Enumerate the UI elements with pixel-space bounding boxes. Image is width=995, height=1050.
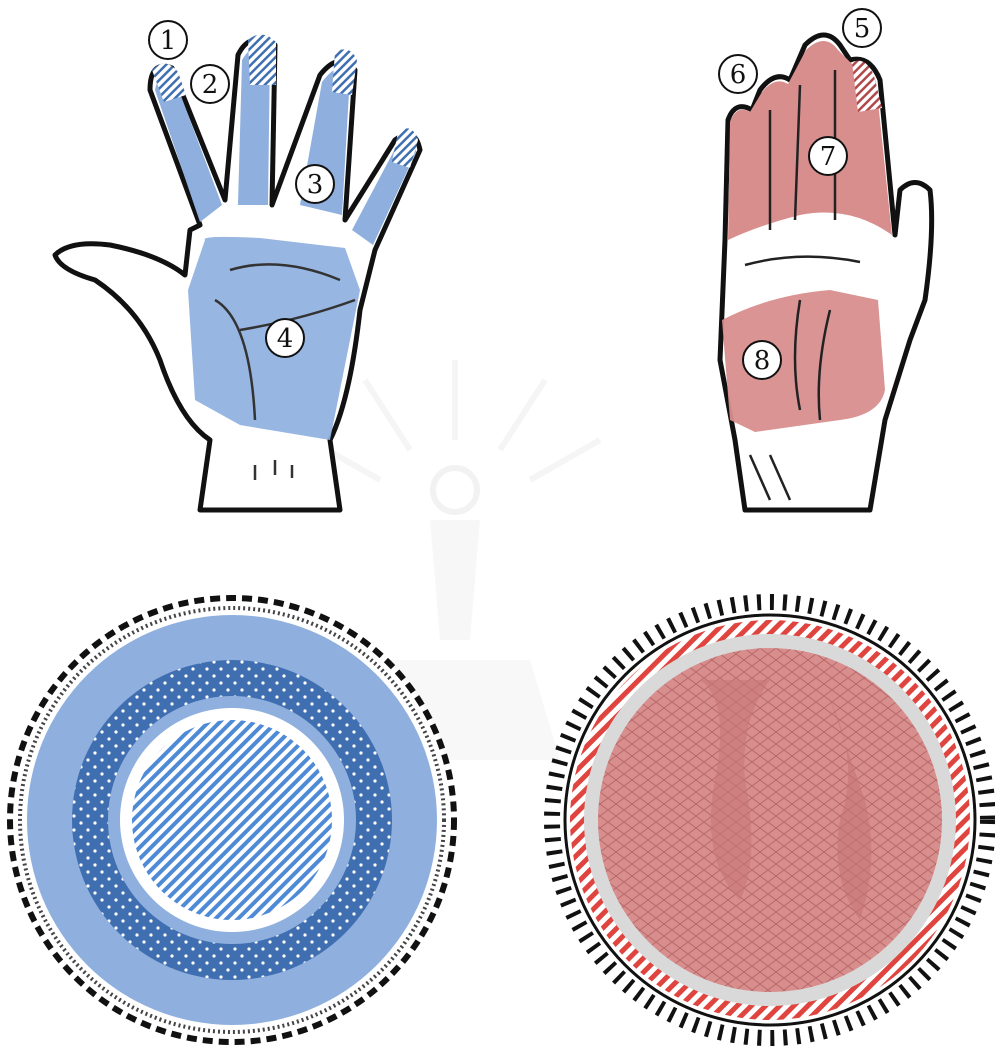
red-drum-head [552, 602, 988, 1038]
marker-label: 2 [202, 70, 219, 100]
left-hand-marker-1: 1 [149, 21, 187, 59]
right-hand-marker-7: 7 [809, 137, 847, 175]
marker-label: 4 [277, 324, 294, 354]
snakeskin-center [598, 648, 942, 992]
right-hand-marker-8: 8 [743, 341, 781, 379]
marker-label: 7 [820, 142, 837, 172]
blue-drum-head [10, 598, 454, 1042]
marker-label: 5 [854, 14, 871, 44]
right-hand-marker-5: 5 [843, 9, 881, 47]
right-hand-marker-6: 6 [719, 55, 757, 93]
right-hand-illustration: 5 6 7 8 [719, 9, 932, 510]
left-hand-marker-2: 2 [191, 65, 229, 103]
left-hand-illustration: 12 3 4 [55, 21, 420, 510]
left-hand-marker-4: 4 [266, 319, 304, 357]
striped-center [132, 720, 332, 920]
left-hand-marker-3: 3 [296, 165, 334, 203]
marker-label: 3 [307, 170, 324, 200]
marker-label: 1 [160, 26, 177, 56]
marker-label: 8 [754, 346, 771, 376]
marker-label: 6 [730, 60, 747, 90]
